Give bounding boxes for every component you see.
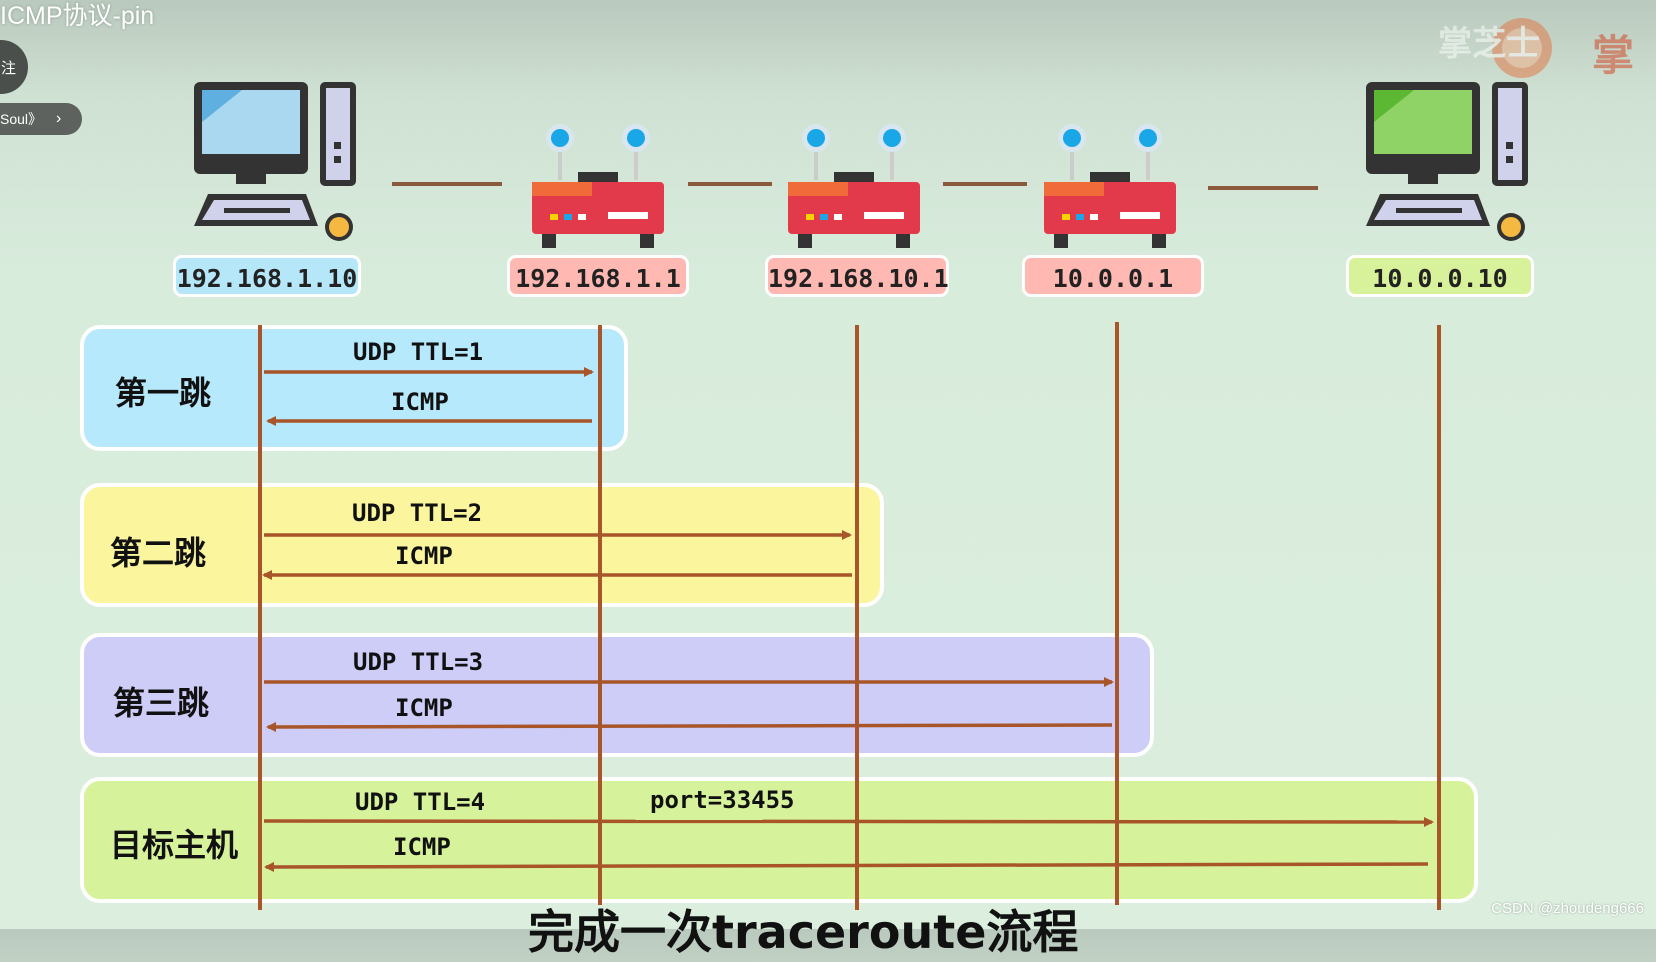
watermark-glyph: 掌 [1592,31,1635,80]
video-title: ICMP协议-pin [0,2,155,30]
follow-label: 注 [0,59,16,77]
msg-udp-target: UDP TTL=4 [355,788,486,816]
ip-label-router-2: 192.168.10.1 [765,255,949,297]
msg-udp-2: UDP TTL=2 [352,499,483,527]
song-chip[interactable]: Soul》 › [0,103,82,135]
arrow-icmp-target [264,861,1429,872]
ip-label-target: 10.0.0.10 [1346,255,1534,297]
msg-port-target: port=33455 [650,786,795,814]
watermark-badge-icon [1492,18,1552,78]
router-icon-2 [788,124,920,248]
devices-layer [194,82,1528,248]
arrow-udp-target [263,816,1434,827]
hop-label-2: 第二跳 [110,534,207,572]
hop-box-target [80,777,1478,903]
router-icon-1 [532,124,664,248]
subtitle-caption: 完成一次traceroute流程 [528,905,1079,959]
watermark-logo: 掌芝士 掌 [1432,14,1656,84]
hop-label-target: 目标主机 [110,826,239,864]
hop-label-1: 第一跳 [115,374,212,412]
computer-icon-source [194,82,356,241]
msg-udp-1: UDP TTL=1 [353,338,484,366]
credit-watermark: CSDN @zhoudeng666 [1491,900,1644,917]
msg-icmp-1: ICMP [391,388,449,416]
msg-icmp-3: ICMP [395,694,453,722]
chevron-right-icon: › [56,110,62,127]
ip-label-router-1: 192.168.1.1 [507,255,689,297]
hop-box-1 [80,325,628,451]
ip-label-router-3: 10.0.0.1 [1022,255,1204,297]
song-label: Soul》 [0,111,43,127]
msg-udp-3: UDP TTL=3 [353,648,484,676]
router-icon-3 [1044,124,1176,248]
arrow-icmp-3 [266,721,1113,732]
ip-label-source: 192.168.1.10 [173,255,361,297]
computer-icon-target [1366,82,1528,241]
watermark-text: 掌芝士 [1438,24,1540,64]
msg-icmp-2: ICMP [395,542,453,570]
hop-label-3: 第三跳 [113,684,210,722]
message-arrows [258,322,1441,910]
msg-icmp-target: ICMP [393,833,451,861]
hop-box-2 [80,483,884,607]
sequence-diagram [392,182,1318,190]
